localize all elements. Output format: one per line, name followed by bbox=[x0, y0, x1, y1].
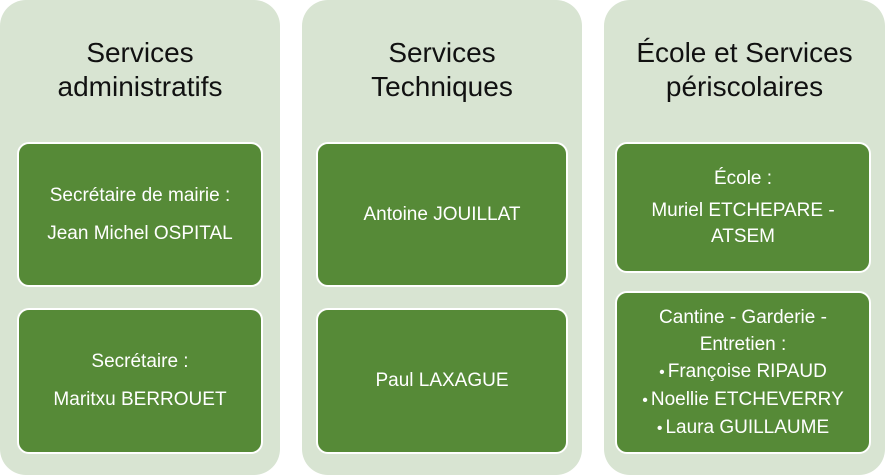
column-title-line: Techniques bbox=[371, 71, 513, 102]
person-name: Muriel ETCHEPARE - bbox=[651, 199, 835, 221]
column-title-line: administratifs bbox=[57, 71, 223, 102]
bullet-icon: • bbox=[656, 419, 663, 437]
role-box-cantine-garderie-entretien: Cantine - Garderie - Entretien : •Franço… bbox=[615, 291, 871, 454]
column-title: École et Services périscolaires bbox=[604, 36, 885, 104]
list-item: •Noellie ETCHEVERRY bbox=[642, 386, 844, 414]
person-name: Maritxu BERROUET bbox=[53, 389, 227, 410]
role-label: Entretien : bbox=[699, 333, 787, 355]
person-name: Paul LAXAGUE bbox=[375, 370, 509, 391]
column-title-line: périscolaires bbox=[665, 71, 824, 102]
column-title: Services administratifs bbox=[0, 36, 280, 104]
person-name: Jean Michel OSPITAL bbox=[47, 222, 233, 244]
bullet-icon: • bbox=[642, 391, 648, 409]
role-box-secretaire-de-mairie: Secrétaire de mairie : Jean Michel OSPIT… bbox=[17, 142, 263, 287]
role-label: École : bbox=[713, 167, 773, 189]
person-name: Antoine JOUILLAT bbox=[363, 203, 521, 225]
person-name: Laura GUILLAUME bbox=[665, 416, 830, 438]
person-box-paul-laxague: Paul LAXAGUE bbox=[316, 308, 568, 454]
person-box-antoine-jouillat: Antoine JOUILLAT bbox=[316, 142, 568, 287]
role-label: Secrétaire de mairie : bbox=[49, 184, 231, 206]
column-title-line: École et Services bbox=[636, 37, 853, 68]
person-name: Noellie ETCHEVERRY bbox=[650, 388, 844, 410]
list-item: •Françoise RIPAUD bbox=[642, 358, 844, 386]
role-detail: ATSEM bbox=[710, 225, 776, 247]
person-name: Françoise RIPAUD bbox=[667, 360, 827, 382]
role-label: Secrétaire : bbox=[91, 351, 189, 372]
column-title-line: Services bbox=[388, 37, 496, 68]
role-box-ecole: École : Muriel ETCHEPARE - ATSEM bbox=[615, 142, 871, 273]
column-title: Services Techniques bbox=[302, 36, 582, 104]
staff-list: •Françoise RIPAUD •Noellie ETCHEVERRY •L… bbox=[642, 358, 844, 442]
role-label: Cantine - Garderie - bbox=[659, 306, 827, 328]
bullet-icon: • bbox=[659, 363, 665, 381]
column-title-line: Services bbox=[86, 37, 194, 68]
role-box-secretaire: Secrétaire : Maritxu BERROUET bbox=[17, 308, 263, 454]
list-item: •Laura GUILLAUME bbox=[642, 414, 844, 442]
